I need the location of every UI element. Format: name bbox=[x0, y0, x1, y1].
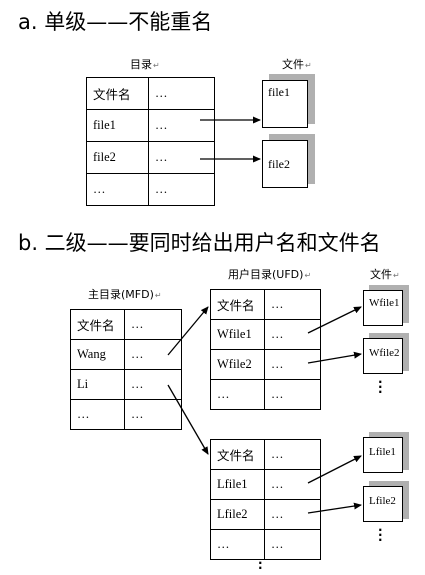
pointer-cell: … bbox=[264, 319, 321, 350]
name-cell: Wfile1 bbox=[210, 319, 265, 350]
table-row: … … bbox=[86, 173, 215, 206]
ellipsis-vertical-icon: ··· bbox=[378, 523, 383, 547]
arrow bbox=[167, 384, 209, 455]
file-box: Lfile1 bbox=[363, 437, 403, 473]
name-cell: file2 bbox=[86, 141, 149, 174]
pointer-cell: … bbox=[264, 289, 321, 320]
pointer-cell: … bbox=[124, 399, 182, 430]
table-row: Lfile1 … bbox=[210, 469, 321, 500]
section-a-heading: a. 单级——不能重名 bbox=[18, 10, 213, 34]
name-cell: Wfile2 bbox=[210, 349, 265, 380]
name-cell: Lfile1 bbox=[210, 469, 265, 500]
arrow bbox=[307, 502, 362, 514]
table-row: 文件名 … bbox=[86, 77, 215, 110]
name-cell: … bbox=[210, 529, 265, 560]
arrow bbox=[307, 351, 362, 364]
ufd-caption: 用户目录(UFD)↵ bbox=[228, 268, 312, 281]
pointer-cell: … bbox=[148, 173, 215, 206]
pointer-cell: … bbox=[124, 369, 182, 400]
name-cell: Li bbox=[70, 369, 125, 400]
ellipsis-vertical-icon: ·· bbox=[258, 556, 263, 575]
mfd-table: 文件名 … Wang … Li … … … bbox=[70, 309, 182, 430]
directory-caption: 目录↵ bbox=[130, 58, 160, 71]
file-caption-a: 文件↵ bbox=[282, 58, 312, 71]
arrow bbox=[307, 455, 362, 484]
section-b-heading: b. 二级——要同时给出用户名和文件名 bbox=[18, 231, 381, 255]
file-caption-b: 文件↵ bbox=[370, 268, 400, 281]
name-cell: 文件名 bbox=[86, 77, 149, 110]
arrow bbox=[307, 306, 362, 334]
file-box: Wfile2 bbox=[363, 338, 403, 374]
pointer-cell: … bbox=[264, 439, 321, 470]
table-row: … … bbox=[210, 379, 321, 410]
file-box: file2 bbox=[262, 140, 308, 188]
table-row: … … bbox=[210, 529, 321, 560]
pointer-cell: … bbox=[148, 77, 215, 110]
pointer-cell: … bbox=[124, 339, 182, 370]
table-row: Li … bbox=[70, 369, 182, 400]
file-box: Wfile1 bbox=[363, 290, 403, 326]
table-row: 文件名 … bbox=[210, 439, 321, 470]
ellipsis-vertical-icon: ··· bbox=[378, 375, 383, 399]
name-cell: … bbox=[86, 173, 149, 206]
pointer-cell: … bbox=[264, 379, 321, 410]
ufd-li-table: 文件名 … Lfile1 … Lfile2 … … … bbox=[210, 439, 321, 560]
pointer-cell: … bbox=[264, 469, 321, 500]
arrow bbox=[167, 306, 209, 356]
mfd-caption: 主目录(MFD)↵ bbox=[88, 288, 162, 301]
single-level-directory-table: 文件名 … file1 … file2 … … … bbox=[86, 77, 215, 206]
table-row: Wang … bbox=[70, 339, 182, 370]
file-box: Lfile2 bbox=[363, 486, 403, 522]
table-row: Wfile1 … bbox=[210, 319, 321, 350]
pointer-cell: … bbox=[264, 499, 321, 530]
table-row: … … bbox=[70, 399, 182, 430]
pointer-cell: … bbox=[264, 529, 321, 560]
file-box: file1 bbox=[262, 80, 308, 128]
ufd-wang-table: 文件名 … Wfile1 … Wfile2 … … … bbox=[210, 289, 321, 410]
